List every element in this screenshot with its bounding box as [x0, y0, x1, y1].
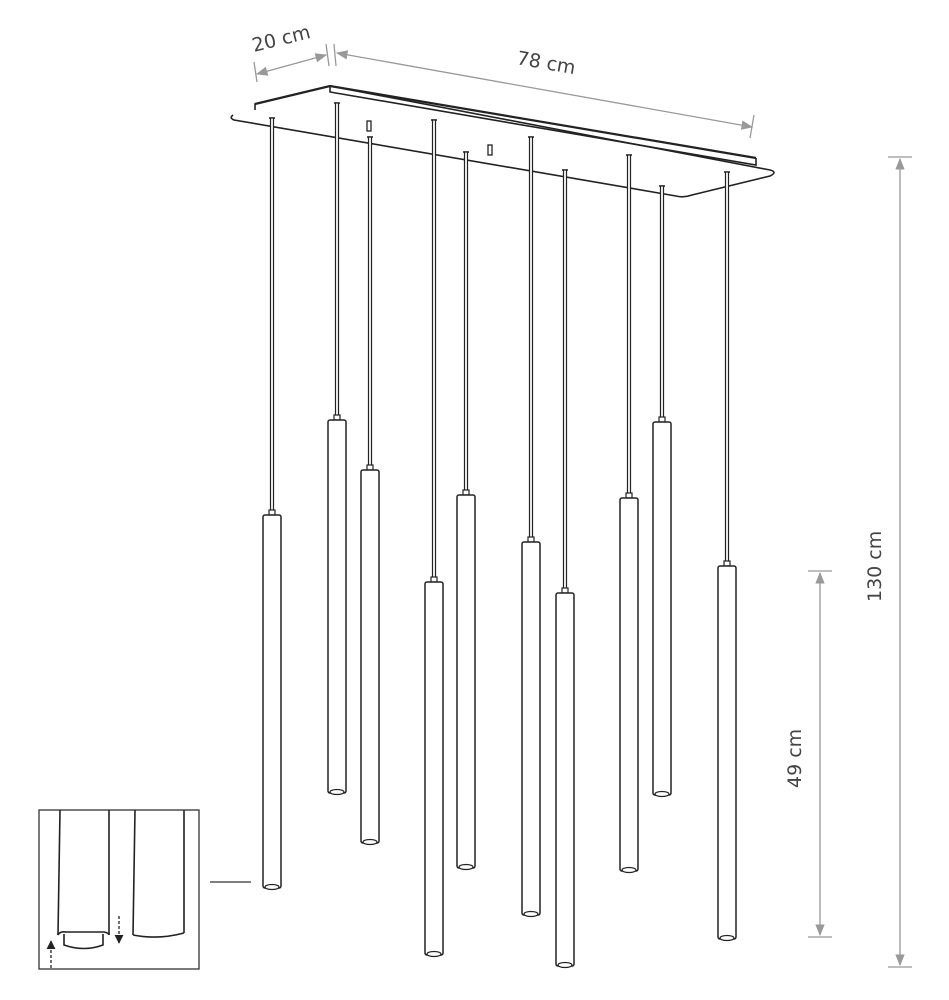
pendants [262, 102, 737, 969]
dimension-total-height: 130 cm [864, 156, 912, 968]
canopy-screw [487, 144, 493, 156]
pendant-tube [555, 169, 575, 969]
tube-light-opening [621, 866, 637, 874]
tube-body [456, 494, 476, 869]
pendant-tube [424, 119, 444, 958]
detail-inset [38, 809, 251, 970]
suspension-wire [724, 171, 730, 563]
tube-length-label: 49 cm [784, 729, 806, 788]
suspension-wire [367, 136, 373, 467]
suspension-wire [528, 136, 534, 539]
tube-body [555, 592, 575, 967]
pendant-tube [521, 136, 541, 918]
tube-light-opening [362, 838, 378, 846]
pendant-tube [327, 102, 347, 796]
suspension-wire [269, 117, 275, 512]
tube-light-opening [654, 790, 670, 798]
suspension-wire [626, 154, 632, 495]
tube-body [521, 541, 541, 916]
tube-body [652, 421, 672, 796]
pendant-tube [360, 136, 380, 846]
tube-light-opening [719, 934, 735, 942]
dimension-width: 78 cm [333, 43, 755, 139]
pendant-tube [619, 154, 639, 874]
tube-body [424, 581, 444, 956]
tube-light-opening [329, 788, 345, 796]
suspension-wire [463, 151, 469, 492]
tube-light-opening [523, 910, 539, 918]
dimension-tube-length: 49 cm [784, 570, 832, 938]
tube-light-opening [458, 863, 474, 871]
tube-body [360, 469, 380, 844]
tube-body [262, 514, 282, 889]
dimension-depth: 20 cm [250, 21, 330, 83]
suspension-wire [562, 169, 568, 590]
suspension-wire [659, 185, 665, 419]
tube-body [717, 565, 737, 940]
pendant-tube [652, 185, 672, 798]
tube-body [619, 497, 639, 872]
canopy-screw [366, 120, 372, 132]
suspension-wire [334, 102, 340, 417]
width-label: 78 cm [515, 47, 577, 79]
tube-light-opening [426, 950, 442, 958]
tube-light-opening [264, 883, 280, 891]
pendant-tube [262, 117, 282, 891]
tube-body [327, 419, 347, 794]
pendant-tube [456, 151, 476, 871]
depth-label: 20 cm [250, 21, 313, 57]
pendant-tube [717, 171, 737, 942]
total-height-label: 130 cm [864, 531, 886, 602]
tube-light-opening [557, 961, 573, 969]
suspension-wire [431, 119, 437, 579]
ceiling-canopy [230, 84, 775, 198]
